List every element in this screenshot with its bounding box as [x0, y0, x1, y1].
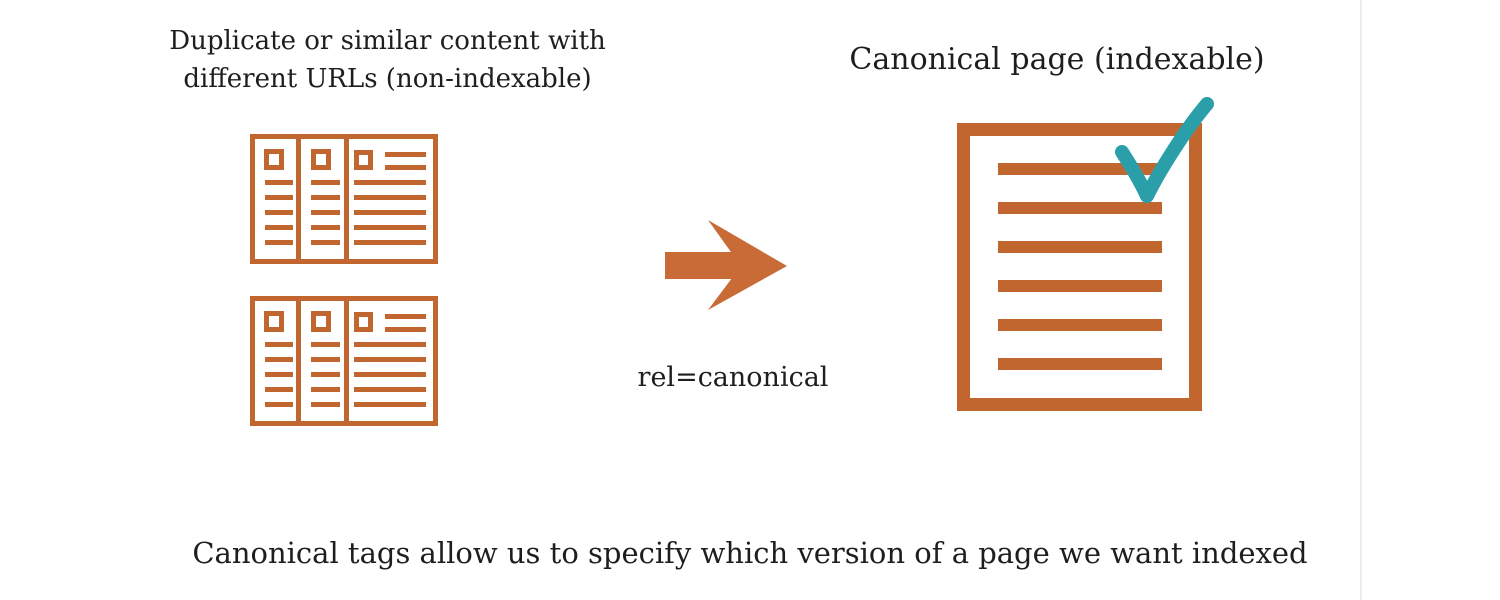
duplicate-page-icon-2 [250, 296, 438, 426]
duplicate-page-icon-1 [250, 134, 438, 264]
diagram-caption: Canonical tags allow us to specify which… [192, 536, 1308, 570]
rel-canonical-label: rel=canonical [637, 362, 829, 393]
checkmark-icon [1115, 97, 1214, 203]
duplicate-content-title: Duplicate or similar content with differ… [169, 26, 606, 94]
right-arrow-icon [665, 220, 787, 310]
canonical-page-icon [957, 97, 1214, 411]
canonical-page-title: Canonical page (indexable) [849, 42, 1265, 77]
right-edge-divider [1360, 0, 1362, 600]
